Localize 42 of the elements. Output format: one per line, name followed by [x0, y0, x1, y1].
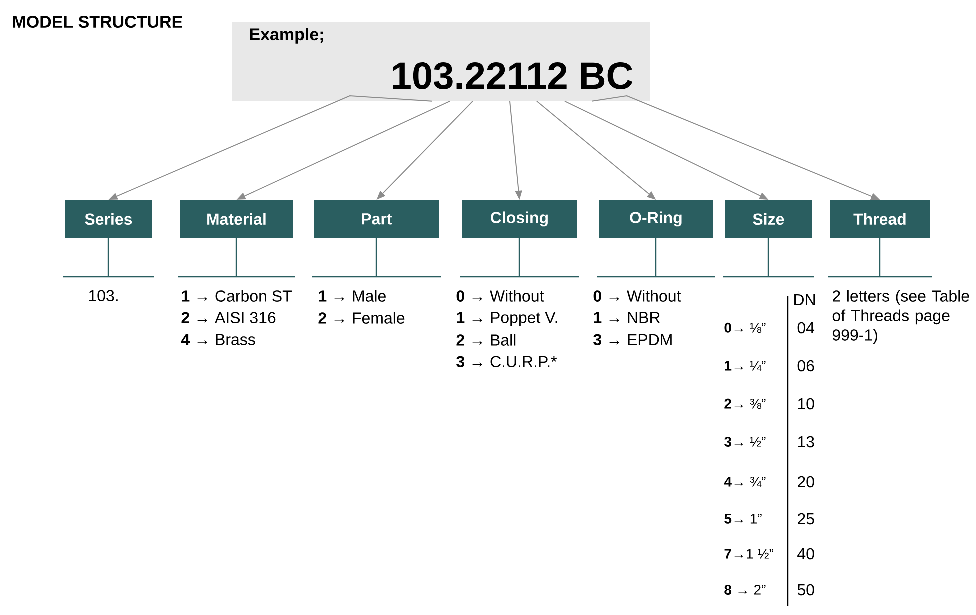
size-code: 4→ ¾”	[724, 477, 766, 487]
dn-value: 10	[798, 398, 814, 410]
size-code: 2→ ⅜”	[724, 398, 766, 410]
option-text: 4 → Brass	[181, 334, 256, 346]
dn-value: 25	[798, 513, 814, 525]
category-box: Size	[725, 200, 812, 238]
size-code: 1→ ¼”	[725, 361, 766, 371]
category-box: Closing	[462, 200, 578, 238]
dn-value: 50	[798, 584, 814, 596]
option-text: 1 → Male	[319, 290, 386, 302]
example-label: Example;	[250, 28, 324, 44]
category-box: Series	[65, 200, 152, 238]
dn-value: 13	[798, 436, 814, 448]
option-text: 0 → Without	[456, 290, 544, 302]
option-text: 1 → Carbon ST	[182, 290, 292, 302]
option-text: 3 → C.U.R.P.*	[456, 356, 558, 368]
size-code: 7→1 ½”	[724, 549, 774, 559]
option-text: 2 → Female	[318, 312, 405, 324]
example-box	[232, 22, 650, 102]
size-code: 0→ ⅛”	[724, 322, 766, 334]
dn-value: 06	[798, 360, 814, 372]
option-text: 103.	[89, 290, 118, 302]
category-box: O-Ring	[599, 200, 714, 238]
option-text: 1 → NBR	[594, 312, 660, 324]
model-code: 103.22112 BC	[393, 62, 633, 90]
column-header: DN	[794, 294, 815, 306]
heading: MODEL STRUCTURE	[13, 16, 182, 28]
option-text: 2 → Ball	[456, 334, 516, 346]
size-code: 3→ ½”	[724, 437, 766, 447]
category-box: Part	[314, 200, 440, 238]
option-text: 3 → EPDM	[594, 334, 672, 346]
dn-value: 40	[798, 548, 814, 560]
size-code: 8 → 2”	[724, 585, 766, 595]
category-box: Thread	[830, 200, 930, 238]
size-code: 5→ 1”	[724, 514, 762, 524]
option-text: 0 → Without	[594, 290, 682, 302]
dn-value: 04	[798, 322, 815, 334]
option-text: 1 → Poppet V.	[457, 312, 558, 327]
option-text: 2 → AISI 316	[182, 312, 276, 324]
category-box: Material	[180, 200, 294, 238]
dn-value: 20	[798, 476, 814, 488]
note-text: 2 letters (see Table of Threads page 999-1)	[832, 290, 970, 344]
